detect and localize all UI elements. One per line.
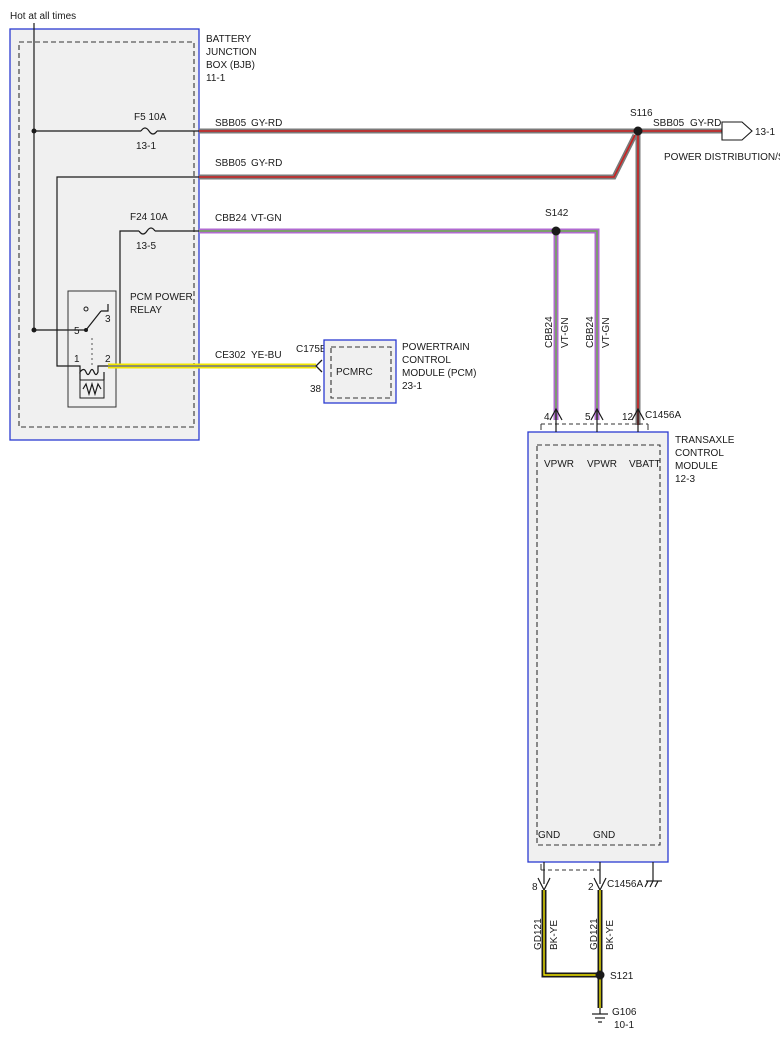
pcm-connector-label: C175B bbox=[296, 344, 327, 355]
sbb05-top-circuit: SBB05 bbox=[215, 118, 247, 129]
tcm-vbatt-label: VBATT bbox=[629, 459, 660, 470]
fuse-f5-ref: 13-1 bbox=[136, 141, 156, 152]
fuse-f24-ref: 13-5 bbox=[136, 241, 156, 252]
tcm-bottom-connector: 8 2 C1456A bbox=[532, 862, 643, 893]
hot-at-all-times-label: Hot at all times bbox=[10, 11, 76, 22]
gd121-ground-wires bbox=[541, 890, 603, 1008]
tcm-gnd-2-label: GND bbox=[593, 830, 615, 841]
tcm-top-connector-label: C1456A bbox=[645, 410, 681, 421]
bjb-title-line3: BOX (BJB) bbox=[206, 60, 255, 71]
gd121-a-circuit: GD121 bbox=[533, 918, 544, 950]
bjb-title-line4: 11-1 bbox=[206, 73, 226, 84]
pcm-title-line3: MODULE (PCM) bbox=[402, 368, 476, 379]
sbb05-out-color: GY-RD bbox=[690, 118, 721, 129]
tcm-bottom-connector-label: C1456A bbox=[607, 879, 643, 890]
relay-pin-3: 3 bbox=[105, 314, 111, 325]
pcm-connector-arrow bbox=[315, 359, 323, 373]
sbb05-internal-wire bbox=[56, 176, 199, 367]
sbb05-top-color: GY-RD bbox=[251, 118, 282, 129]
ce302-wire: CE302 YE-BU bbox=[108, 350, 316, 369]
ce302-circuit: CE302 bbox=[215, 350, 246, 361]
tcm-title-line1: TRANSAXLE bbox=[675, 435, 735, 446]
gd121-b-circuit: GD121 bbox=[589, 918, 600, 950]
fuse-f5-name: F5 10A bbox=[134, 112, 167, 123]
cbb24-v1-color: VT-GN bbox=[560, 317, 571, 348]
splice-s116-label: S116 bbox=[630, 108, 653, 119]
pcm-power-relay: 3 5 1 2 PCM POWER RELAY bbox=[67, 290, 193, 408]
tcm-bottom-pin-8: 8 bbox=[532, 882, 538, 893]
tcm-vpwr-2-label: VPWR bbox=[587, 459, 617, 470]
tcm-vpwr-1-label: VPWR bbox=[544, 459, 574, 470]
pcm-pin-label: 38 bbox=[310, 384, 322, 395]
bjb-title-line1: BATTERY bbox=[206, 34, 252, 45]
gd121-a-color: BK-YE bbox=[549, 920, 560, 950]
tcm-bottom-pin-2: 2 bbox=[588, 882, 594, 893]
ground-g106-icon bbox=[592, 1008, 608, 1023]
splice-s121-label: S121 bbox=[610, 971, 634, 982]
pcm-inner-label: PCMRC bbox=[336, 367, 373, 378]
tcm-top-pin-4: 4 bbox=[544, 412, 550, 423]
fuse-f24-name: F24 10A bbox=[130, 212, 168, 223]
transaxle-control-module: TRANSAXLE CONTROL MODULE 12-3 VPWR VPWR … bbox=[527, 431, 735, 863]
relay-label-line1: PCM POWER bbox=[130, 292, 193, 303]
relay-label-line2: RELAY bbox=[130, 305, 162, 316]
splice-s116 bbox=[633, 126, 643, 136]
bjb-title-line2: JUNCTION bbox=[206, 47, 257, 58]
sbb05-bottom-wire: SBB05 GY-RD bbox=[199, 133, 638, 180]
ground-g106-ref: 10-1 bbox=[614, 1020, 634, 1031]
ce302-color: YE-BU bbox=[251, 350, 282, 361]
tcm-title-line2: CONTROL bbox=[675, 448, 724, 459]
cbb24-circuit: CBB24 bbox=[215, 213, 247, 224]
splice-s142-label: S142 bbox=[545, 208, 569, 219]
sbb05-out-wire: SBB05 GY-RD bbox=[638, 118, 722, 134]
tcm-top-pin-12: 12 bbox=[622, 412, 634, 423]
fuse-f5: F5 10A 13-1 bbox=[34, 112, 199, 152]
cbb24-v2-color: VT-GN bbox=[601, 317, 612, 348]
tcm-top-connector: 4 5 12 C1456A bbox=[540, 407, 681, 432]
sbb05-bottom-circuit: SBB05 bbox=[215, 158, 247, 169]
power-dist-ref: 13-1 bbox=[755, 127, 775, 138]
cbb24-wire: CBB24 VT-GN bbox=[199, 213, 600, 420]
relay-pin-5: 5 bbox=[74, 326, 80, 337]
tcm-title-line4: 12-3 bbox=[675, 474, 695, 485]
battery-junction-box: BATTERY JUNCTION BOX (BJB) 11-1 bbox=[9, 28, 257, 441]
pcm-title-line1: POWERTRAIN bbox=[402, 342, 470, 353]
tcm-title-line3: MODULE bbox=[675, 461, 718, 472]
tcm-gnd-1-label: GND bbox=[538, 830, 560, 841]
sbb05-bottom-color: GY-RD bbox=[251, 158, 282, 169]
tcm-top-pin-5: 5 bbox=[585, 412, 591, 423]
case-ground-icon bbox=[644, 862, 662, 888]
cbb24-v1-circuit: CBB24 bbox=[544, 316, 555, 348]
cbb24-color: VT-GN bbox=[251, 213, 282, 224]
gd121-b-color: BK-YE bbox=[605, 920, 616, 950]
power-distribution-connector: 13-1 POWER DISTRIBUTION/SJB bbox=[664, 121, 780, 163]
pcm-title-line2: CONTROL bbox=[402, 355, 451, 366]
relay-pin-1: 1 bbox=[74, 354, 80, 365]
ground-g106-name: G106 bbox=[612, 1007, 637, 1018]
sbb05-out-circuit: SBB05 bbox=[653, 118, 685, 129]
power-dist-label: POWER DISTRIBUTION/SJB bbox=[664, 152, 780, 163]
cbb24-v2-circuit: CBB24 bbox=[585, 316, 596, 348]
relay-pin-2: 2 bbox=[105, 354, 111, 365]
powertrain-control-module: PCMRC POWERTRAIN CONTROL MODULE (PCM) 23… bbox=[323, 339, 476, 404]
splice-s142 bbox=[551, 226, 561, 236]
splice-s121 bbox=[595, 970, 605, 980]
sbb05-top-wire: SBB05 GY-RD bbox=[199, 118, 635, 134]
relay-feed-dot bbox=[31, 327, 37, 333]
pcm-title-line4: 23-1 bbox=[402, 381, 422, 392]
